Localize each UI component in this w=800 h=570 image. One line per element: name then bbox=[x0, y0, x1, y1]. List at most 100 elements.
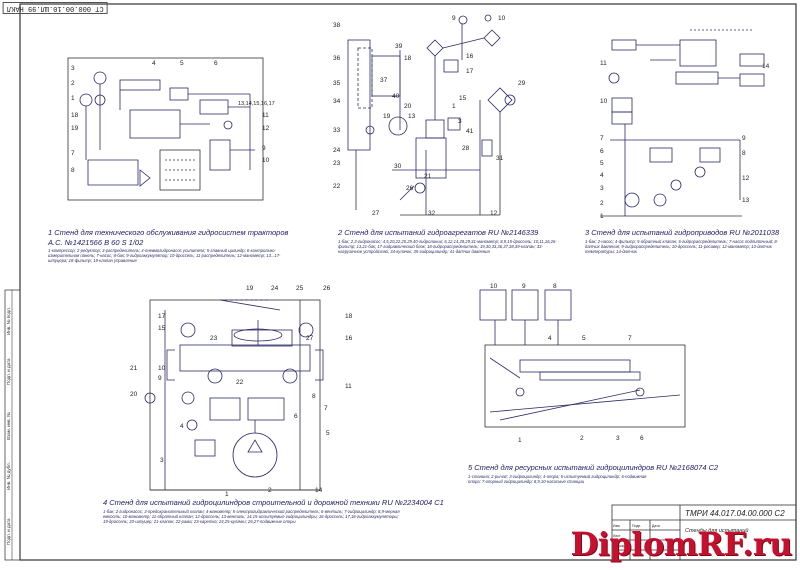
p2-callout: 19 bbox=[383, 113, 391, 120]
p1-callout: 2 bbox=[71, 80, 75, 87]
panel-2-schematic bbox=[347, 14, 516, 216]
p1-callout: 3 bbox=[71, 65, 75, 72]
p2-callout: 15 bbox=[459, 95, 467, 102]
p4-callout: 5 bbox=[326, 430, 330, 437]
p3-callout: 1 bbox=[600, 213, 604, 220]
p2-callout: 10 bbox=[498, 15, 506, 22]
p1-callout: 10 bbox=[262, 157, 270, 164]
title-block bbox=[611, 504, 797, 561]
p2-callout: 17 bbox=[466, 68, 474, 75]
p2-callout: 34 bbox=[333, 98, 341, 105]
side-strip-label-2: Взам. инв. № bbox=[6, 412, 11, 440]
p2-callout: 33 bbox=[333, 127, 341, 134]
p4-callout: 25 bbox=[296, 285, 304, 292]
p1-callout: 18 bbox=[71, 112, 79, 119]
p4-callout: 6 bbox=[294, 413, 298, 420]
p4-callout: 14 bbox=[315, 487, 323, 494]
p2-callout: 9 bbox=[452, 15, 456, 22]
p1-callout: 1 bbox=[71, 95, 75, 102]
p4-callout: 17 bbox=[158, 313, 166, 320]
side-strip-labels: Инв. № подл. Подп. и дата Взам. инв. № И… bbox=[6, 307, 11, 545]
corner-stamp: СТ 000.00.10.ШЛ.99 НАКЛ bbox=[3, 2, 108, 14]
p2-callout: 24 bbox=[333, 147, 341, 154]
panel-1-subtitle: А.С. №1421566 В 60 S 1/02 bbox=[47, 238, 144, 247]
panel-1-legend: 1-компрессор; 2-редуктор; 3-распределите… bbox=[48, 248, 281, 264]
panel-2-legend: 1-бак; 2,3-гидронасос; 4,5,20,22,25,29,4… bbox=[338, 239, 557, 255]
p2-callout: 41 bbox=[466, 128, 474, 135]
p2-callout: 38 bbox=[333, 22, 341, 29]
title-row: Лист bbox=[613, 534, 621, 538]
p3-callout: 14 bbox=[762, 63, 770, 70]
p4-callout: 2 bbox=[268, 487, 272, 494]
p3-callout: 5 bbox=[600, 160, 604, 167]
panel-4-title: 4 Стенд для испытаний гидроцилиндров стр… bbox=[103, 498, 444, 507]
p4-callout: 22 bbox=[236, 379, 244, 386]
panel-3-callouts: 11 10 7 6 5 4 3 2 1 14 9 8 12 13 bbox=[600, 60, 770, 220]
p5-callout: 1 bbox=[518, 437, 522, 444]
p1-callout: 12 bbox=[262, 125, 270, 132]
p4-callout: 21 bbox=[130, 365, 138, 372]
p5-callout: 6 bbox=[640, 435, 644, 442]
p5-callout: 2 bbox=[580, 435, 584, 442]
p2-callout: 26 bbox=[406, 185, 414, 192]
p2-callout: 3 bbox=[458, 118, 462, 125]
panel-4-schematic bbox=[144, 299, 324, 491]
panel-5-legend: 1-станина; 2-рычаг; 3-гидроцилиндр; 4-оп… bbox=[468, 474, 647, 485]
p4-callout: 27 bbox=[306, 335, 314, 342]
p4-callout: 20 bbox=[130, 391, 138, 398]
sheet-frame bbox=[19, 3, 797, 561]
p2-callout: 22 bbox=[333, 183, 341, 190]
panel-3-title: 3 Стенд для испытаний гидроприводов RU №… bbox=[585, 228, 780, 237]
panel-2-title: 2 Стенд для испытаний гидроагрегатов RU … bbox=[337, 228, 539, 237]
p3-callout: 10 bbox=[600, 98, 608, 105]
p4-callout: 1 bbox=[225, 491, 229, 498]
panel-2-legend-box: 1-бак; 2,3-гидронасос; 4,5,20,22,25,29,4… bbox=[338, 239, 557, 255]
panel-5-legend-box: 1-станина; 2-рычаг; 3-гидроцилиндр; 4-оп… bbox=[468, 474, 647, 485]
p2-callout: 23 bbox=[333, 160, 341, 167]
title-row: Дата bbox=[652, 524, 660, 528]
panel-1-legend-box: 1-компрессор; 2-редуктор; 3-распределите… bbox=[48, 248, 281, 264]
p3-callout: 9 bbox=[742, 135, 746, 142]
p4-callout: 11 bbox=[345, 383, 352, 390]
panel-2-caption: 2 Стенд для испытаний гидроагрегатов RU … bbox=[337, 228, 539, 237]
panel-5-title: 5 Стенд для ресурсных испытаний гидроцил… bbox=[468, 463, 719, 472]
p2-callout: 36 bbox=[333, 55, 341, 62]
p4-callout: 15 bbox=[158, 325, 166, 332]
p2-callout: 29 bbox=[518, 80, 526, 87]
side-strip-label-3: Инв. № дубл. bbox=[6, 462, 11, 490]
p1-callout: 11 bbox=[262, 112, 269, 119]
side-strip bbox=[4, 289, 21, 561]
p1-callout: 4 bbox=[152, 60, 156, 67]
p1-callout: 9 bbox=[262, 145, 266, 152]
p1-callout: 8 bbox=[71, 167, 75, 174]
p1-callout: 19 bbox=[71, 125, 79, 132]
p5-callout: 3 bbox=[616, 435, 620, 442]
p2-callout: 37 bbox=[380, 77, 388, 84]
p2-callout: 21 bbox=[424, 173, 432, 180]
p4-callout: 18 bbox=[345, 313, 353, 320]
p2-callout: 28 bbox=[462, 145, 470, 152]
p2-callout: 39 bbox=[395, 43, 403, 50]
panel-4-callouts: 17 15 21 10 20 9 23 19 24 25 26 18 27 16… bbox=[130, 285, 353, 498]
p2-callout: 32 bbox=[428, 210, 436, 217]
p3-callout: 7 bbox=[600, 135, 604, 142]
p4-callout: 19 bbox=[246, 285, 254, 292]
title-row: № докум. bbox=[613, 544, 628, 548]
p4-callout: 24 bbox=[271, 285, 279, 292]
title-row: Подп. bbox=[632, 524, 641, 528]
panel-4-caption: 4 Стенд для испытаний гидроцилиндров стр… bbox=[103, 498, 444, 507]
panel-1-callouts: 3 2 1 18 19 7 8 4 5 6 13,14,15,16,17 11 … bbox=[71, 60, 275, 174]
p3-callout: 13 bbox=[742, 197, 750, 204]
p1-callout: 5 bbox=[180, 60, 184, 67]
panel-5-callouts: 10 9 8 1 4 5 7 2 3 6 bbox=[490, 283, 644, 444]
panel-3-schematic bbox=[600, 29, 765, 217]
p4-callout: 16 bbox=[345, 335, 353, 342]
p3-callout: 3 bbox=[600, 185, 604, 192]
p4-callout: 9 bbox=[158, 375, 162, 382]
p3-callout: 6 bbox=[600, 148, 604, 155]
drawing-code: ТМРИ 44.017.04.00.000 С2 bbox=[685, 509, 785, 518]
p4-callout: 26 bbox=[323, 285, 331, 292]
side-strip-label-4: Подп. и дата bbox=[6, 518, 11, 545]
p4-callout: 4 bbox=[180, 423, 184, 430]
